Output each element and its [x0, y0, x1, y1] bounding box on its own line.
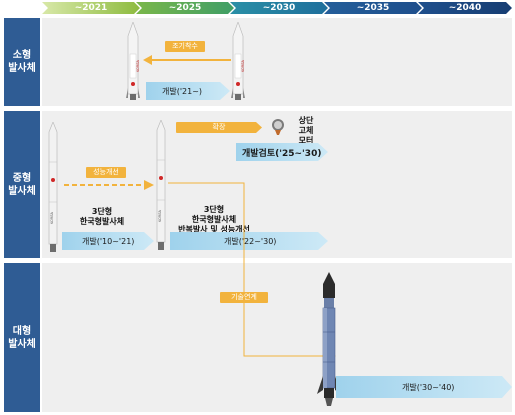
medium-rocket-right: KOREA	[156, 120, 166, 250]
rocket2-label: 3단형 한국형발사체 반복발사 및 성능개선	[178, 205, 250, 234]
small-dev-label: 개발('21~)	[162, 86, 203, 96]
upper-stage-motor-icon	[272, 119, 284, 135]
timeline-2035: ~2035	[324, 2, 422, 14]
rocket1-dev-label: 개발('10~'21)	[82, 236, 135, 246]
large-rocket	[317, 272, 341, 406]
timeline-2030: ~2030	[230, 2, 328, 14]
svg-text:KOREA: KOREA	[158, 209, 162, 222]
row-label-large-text: 대형 발사체	[8, 325, 36, 350]
medium-rocket-left: KOREA	[48, 122, 58, 252]
tech-link-box: 기술연계	[220, 292, 268, 303]
rocket2-dev-arrow: 개발('22~'30)	[170, 232, 328, 250]
timeline-2025: ~2025	[136, 2, 234, 14]
early-start-box: 조기착수	[165, 41, 205, 52]
large-dev-label: 개발('30~'40)	[402, 382, 455, 392]
small-rocket-left: KOREA	[126, 22, 140, 100]
row-label-small-text: 소형 발사체	[8, 50, 36, 74]
upper-stage-label: 상단 고체 모터	[298, 116, 314, 145]
svg-text:KOREA: KOREA	[136, 59, 140, 72]
rocket1-dev-arrow: 개발('10~'21)	[62, 232, 154, 250]
rocket1-label: 3단형 한국형발사체	[79, 207, 125, 226]
large-dev-arrow: 개발('30~'40)	[336, 376, 512, 398]
small-rocket-right: KOREA	[231, 22, 245, 100]
medium-review-arrow: 개발검토('25~'30)	[236, 143, 328, 161]
row-label-small: 소형 발사체	[4, 18, 40, 106]
early-start-arrow	[143, 55, 231, 65]
svg-text:KOREA: KOREA	[241, 59, 245, 72]
row-label-medium-text: 중형 발사체	[8, 172, 36, 197]
tech-link-connector	[168, 182, 336, 359]
row-label-large: 대형 발사체	[4, 263, 40, 412]
timeline-2040: ~2040	[418, 2, 512, 14]
perf-improve-box: 성능개선	[86, 167, 126, 178]
svg-text:KOREA: KOREA	[50, 211, 54, 224]
small-dev-arrow: 개발('21~)	[146, 82, 230, 100]
small-row-bg	[42, 18, 512, 106]
rocket2-dev-label: 개발('22~'30)	[224, 236, 277, 246]
timeline-2021: ~2021	[42, 2, 140, 14]
medium-review-label: 개발검토('25~'30)	[242, 148, 322, 159]
expand-box: 확장	[176, 122, 262, 133]
perf-improve-arrow	[64, 180, 154, 190]
row-label-medium: 중형 발사체	[4, 111, 40, 258]
